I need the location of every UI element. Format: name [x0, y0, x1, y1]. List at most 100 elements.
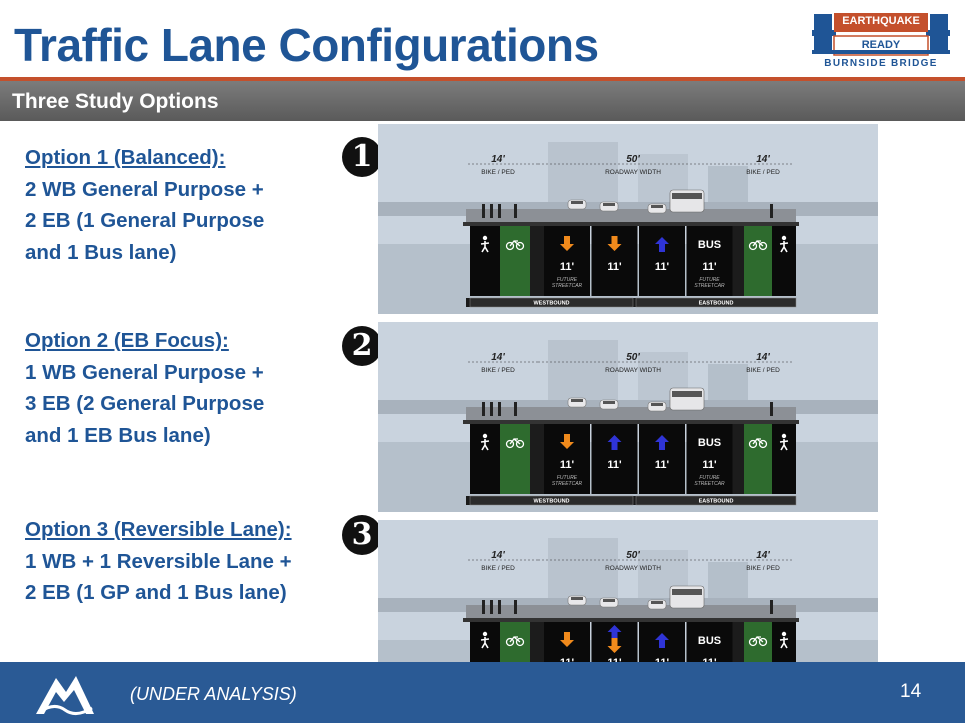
bicycle-icon-wheel [758, 241, 768, 251]
bicycle-icon-wheel [748, 241, 758, 251]
option-1-line-1: 2 WB General Purpose + [25, 177, 264, 201]
car-icon-window [571, 201, 583, 204]
car-icon-window [603, 599, 615, 602]
lane-width-label: 11' [560, 261, 575, 273]
bicycle-icon-wheel [748, 637, 758, 647]
pedestrian-icon [480, 637, 490, 649]
roadway-width-label: 50' [626, 352, 640, 363]
westbound-arrow-icon [560, 236, 574, 251]
side-path-label: BIKE / PED [746, 367, 780, 374]
mountain-logo-icon [36, 676, 94, 715]
pedestrian-icon [480, 439, 490, 451]
option-1-text: Option 1 (Balanced): 2 WB General Purpos… [25, 142, 345, 268]
option-2-line-3: and 1 EB Bus lane) [25, 423, 211, 447]
side-path-label: BIKE / PED [746, 565, 780, 572]
pedestrian-icon [779, 637, 789, 649]
car-icon-window [651, 601, 663, 604]
direction-label-eastbound: EASTBOUND [699, 499, 734, 505]
side-width-label: 14' [756, 352, 770, 363]
pedestrian-silhouette [770, 204, 773, 218]
side-width-label: 14' [491, 550, 505, 561]
bike-lane-east [744, 424, 772, 494]
bicycle-icon-wheel [515, 439, 525, 449]
direction-bar-eastbound [635, 495, 797, 506]
side-path-label: BIKE / PED [746, 169, 780, 176]
earthquake-ready-logo: EARTHQUAKE READY BURNSIDE BRIDGE [812, 12, 950, 70]
bicycle-icon-wheel [515, 637, 525, 647]
direction-bar-westbound [469, 495, 634, 506]
bicycle-icon [509, 438, 521, 445]
option-2-line-2: 3 EB (2 General Purpose [25, 392, 265, 415]
lane-width-label: 11' [655, 459, 670, 471]
pedestrian-silhouette [490, 600, 493, 614]
bicycle-icon-wheel [505, 637, 515, 647]
westbound-arrow-icon [607, 638, 622, 653]
roadway-width-label: 50' [626, 154, 640, 165]
side-path-label: BIKE / PED [481, 565, 515, 572]
car-icon-window [603, 401, 615, 404]
buffer-east [730, 226, 744, 296]
option-1-line-2: 2 EB (1 General Purpose [25, 209, 265, 232]
option-1-line-3: and 1 Bus lane) [25, 240, 177, 264]
bridge-rail [463, 222, 799, 226]
future-streetcar-label: STREETCAR [694, 481, 725, 487]
option-3-line-1: 1 WB + 1 Reversible Lane + [25, 549, 292, 573]
bicycle-icon [509, 240, 521, 247]
lane-width-label: 11' [607, 459, 622, 471]
pedestrian-silhouette [770, 600, 773, 614]
pedestrian-silhouette [498, 204, 501, 218]
slide-subtitle: Three Study Options [12, 90, 219, 113]
future-streetcar-label: FUTURE [699, 277, 720, 283]
future-streetcar-label: FUTURE [699, 475, 720, 481]
accent-divider [0, 77, 965, 81]
option-3-number: ❸3 [342, 515, 382, 555]
car-icon-window [571, 597, 583, 600]
bicycle-icon [509, 636, 521, 643]
pedestrian-icon-head [781, 235, 787, 241]
bus-vehicle-window [672, 193, 702, 199]
future-streetcar-label: FUTURE [557, 475, 578, 481]
page-number: 14 [900, 681, 922, 702]
pedestrian-silhouette [498, 600, 501, 614]
car-icon-window [651, 403, 663, 406]
lane-width-label: 11' [702, 459, 717, 471]
bicycle-icon-wheel [505, 439, 515, 449]
side-path-label: BIKE / PED [481, 169, 515, 176]
logo-line-3: BURNSIDE BRIDGE [824, 58, 938, 69]
slide-title: Traffic Lane Configurations [14, 19, 599, 71]
direction-label-eastbound: EASTBOUND [699, 301, 734, 307]
future-streetcar-label: STREETCAR [552, 481, 583, 487]
eastbound-arrow-icon [607, 435, 622, 450]
direction-label-westbound: WESTBOUND [533, 499, 569, 505]
option-2-text: Option 2 (EB Focus): 1 WB General Purpos… [25, 325, 345, 451]
bus-lane-label: BUS [698, 437, 721, 449]
westbound-arrow-icon [560, 434, 574, 449]
logo-line-2: READY [861, 39, 901, 51]
bridge-rail [463, 420, 799, 424]
roadway-label: ROADWAY WIDTH [605, 367, 661, 374]
side-width-label: 14' [491, 352, 505, 363]
pedestrian-icon-head [781, 433, 787, 439]
buffer-east [730, 424, 744, 494]
travel-lane [686, 424, 733, 494]
side-width-label: 14' [491, 154, 505, 165]
option-2-line-1: 1 WB General Purpose + [25, 360, 264, 384]
bike-lane-west [500, 226, 530, 296]
footer-status-note: (UNDER ANALYSIS) [130, 684, 297, 704]
pedestrian-icon [480, 241, 490, 253]
roadway-label: ROADWAY WIDTH [605, 169, 661, 176]
westbound-arrow-icon [560, 632, 574, 647]
roadway-width-label: 50' [626, 550, 640, 561]
travel-lane [686, 226, 733, 296]
lane-width-label: 11' [655, 261, 670, 273]
option-2-number: ❷2 [342, 326, 382, 366]
bicycle-icon [752, 240, 764, 247]
bicycle-icon-wheel [505, 241, 515, 251]
pedestrian-silhouette [498, 402, 501, 416]
bus-lane-label: BUS [698, 635, 721, 647]
eastbound-arrow-icon [655, 435, 669, 450]
pedestrian-icon-head [781, 631, 787, 637]
